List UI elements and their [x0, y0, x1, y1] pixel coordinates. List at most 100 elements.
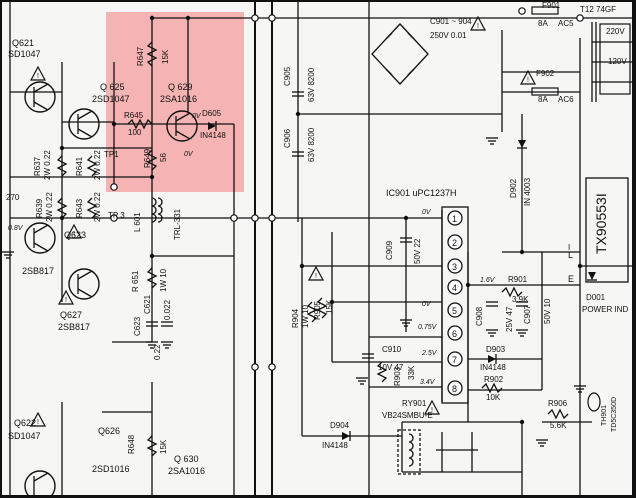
label-c909: C909: [385, 240, 394, 260]
label-q621: Q621: [12, 38, 34, 48]
label-trl: TRL-331: [173, 208, 182, 240]
label-q629-part: 2SA1016: [160, 94, 197, 104]
label-r651-val: 1W 10: [159, 268, 168, 292]
labels: Q621 SD1047 Q 625 2SD1047 Q 629 2SA1016 …: [6, 2, 628, 476]
label-th901-part: TD5C350D: [611, 397, 618, 432]
label-ry901-part: VB24SMBU-E: [382, 411, 433, 420]
label-f902-val: 8A: [538, 95, 548, 104]
label-c901-val: 250V 0.01: [430, 31, 467, 40]
label-r641-val: 2W 0.22: [93, 150, 102, 180]
label-power-ind: POWER IND: [582, 305, 628, 314]
label-pin8: 8: [452, 384, 457, 394]
label-r649: R649: [143, 148, 152, 168]
label-r902: R902: [484, 375, 504, 384]
transformer: [591, 22, 631, 102]
label-r637: R637: [33, 156, 42, 176]
label-r637-val: 2W 0.22: [43, 150, 52, 180]
label-pin7-v: 2.5V: [421, 350, 438, 357]
label-c-val: 0.22: [153, 344, 162, 360]
label-pin5-v: 0V: [422, 301, 432, 308]
label-f901: F901: [542, 2, 561, 10]
label-r903: R903: [393, 366, 402, 386]
label-pin6-v: 0.75V: [418, 324, 438, 331]
label-r905: R905: [313, 300, 322, 320]
junctions: [59, 7, 584, 425]
svg-text:!: !: [37, 419, 39, 426]
label-r647: R647: [136, 46, 145, 66]
label-ov1: 0V: [192, 113, 202, 120]
label-q626: Q626: [98, 426, 120, 436]
transistor-q621: [24, 81, 56, 113]
label-l601: L 601: [133, 212, 142, 232]
label-l-mark: L: [568, 250, 573, 260]
label-pin1: 1: [452, 214, 457, 224]
label-c907-val: 50V 10: [543, 298, 552, 324]
transistor-q629: [166, 110, 198, 142]
ic901-pins: [441, 206, 469, 404]
label-e-mark: E: [568, 274, 574, 284]
svg-text:!: !: [65, 297, 67, 304]
label-c901: C901 ~ 904: [430, 17, 472, 26]
label-r903-val: 33K: [407, 365, 416, 380]
resistors: [56, 41, 569, 457]
label-r904: R904: [291, 308, 300, 328]
label-c621: C621: [143, 294, 152, 314]
label-r639: R639: [35, 198, 44, 218]
wires: [10, 17, 632, 495]
label-pin4: 4: [452, 283, 457, 293]
warning-icons: ! ! ! ! ! ! ! !: [29, 15, 537, 427]
label-f902-ac: AC6: [558, 95, 574, 104]
label-120v: 120V: [608, 57, 627, 66]
thermistor: [587, 392, 601, 412]
label-c907: C907: [523, 304, 532, 324]
label-q626-part: 2SD1016: [92, 464, 130, 474]
label-i-mark: I: [568, 243, 570, 252]
transistor-q625: [68, 108, 100, 140]
label-r648-val: 15K: [159, 439, 168, 454]
label-q622-part: SD1047: [8, 431, 41, 441]
label-f902: F902: [536, 69, 555, 78]
label-pin5: 5: [452, 306, 457, 316]
label-f901-ac: AC5: [558, 19, 574, 28]
label-pin6: 6: [452, 329, 457, 339]
capacitors: [146, 91, 528, 359]
label-f901-val: 8A: [538, 19, 548, 28]
label-r649-val: 56: [159, 153, 168, 162]
tx-module: [585, 177, 629, 283]
label-c910-val: 10V 47: [378, 363, 404, 372]
svg-text:!: !: [37, 73, 39, 80]
label-v58: 0.8V: [8, 225, 24, 232]
label-c909-val: 50V 22: [413, 238, 422, 264]
relay-ry901: [397, 429, 478, 475]
label-d902: D902: [509, 178, 518, 198]
inductor-l601: [151, 197, 163, 223]
label-q629: Q 629: [168, 82, 193, 92]
label-r904-val: 1W 10: [301, 304, 310, 328]
label-q625-part: 2SD1047: [92, 94, 130, 104]
label-r643-val: 2W 0.22: [93, 192, 102, 222]
label-r901-val: 3.9K: [512, 295, 529, 304]
label-d902-part: IN 4003: [523, 177, 532, 206]
label-d904: D904: [330, 421, 350, 430]
label-c905-val: 63V 8200: [307, 67, 316, 102]
label-270: 270: [6, 193, 20, 202]
label-q630-part: 2SA1016: [168, 466, 205, 476]
fuses: [531, 6, 559, 96]
label-d903: D903: [486, 345, 506, 354]
label-pin4-v: 1.6V: [480, 277, 496, 284]
label-r905-val: 15K: [325, 299, 334, 314]
bridge-rectifier: [371, 23, 429, 85]
ground-symbols: [2, 137, 586, 447]
label-c906: C906: [283, 128, 292, 148]
label-tp3: TP 3: [108, 211, 125, 220]
label-ic901: IC901 uPC1237H: [386, 188, 457, 198]
label-r643: R643: [75, 198, 84, 218]
rails: [9, 2, 370, 495]
svg-text:!: !: [527, 77, 529, 84]
svg-text:!: !: [477, 23, 479, 30]
highlight-region: [106, 12, 244, 192]
label-d001: D001: [586, 293, 606, 302]
label-r645: R645: [124, 111, 144, 120]
label-pin8-v: 3.4V: [420, 379, 436, 386]
